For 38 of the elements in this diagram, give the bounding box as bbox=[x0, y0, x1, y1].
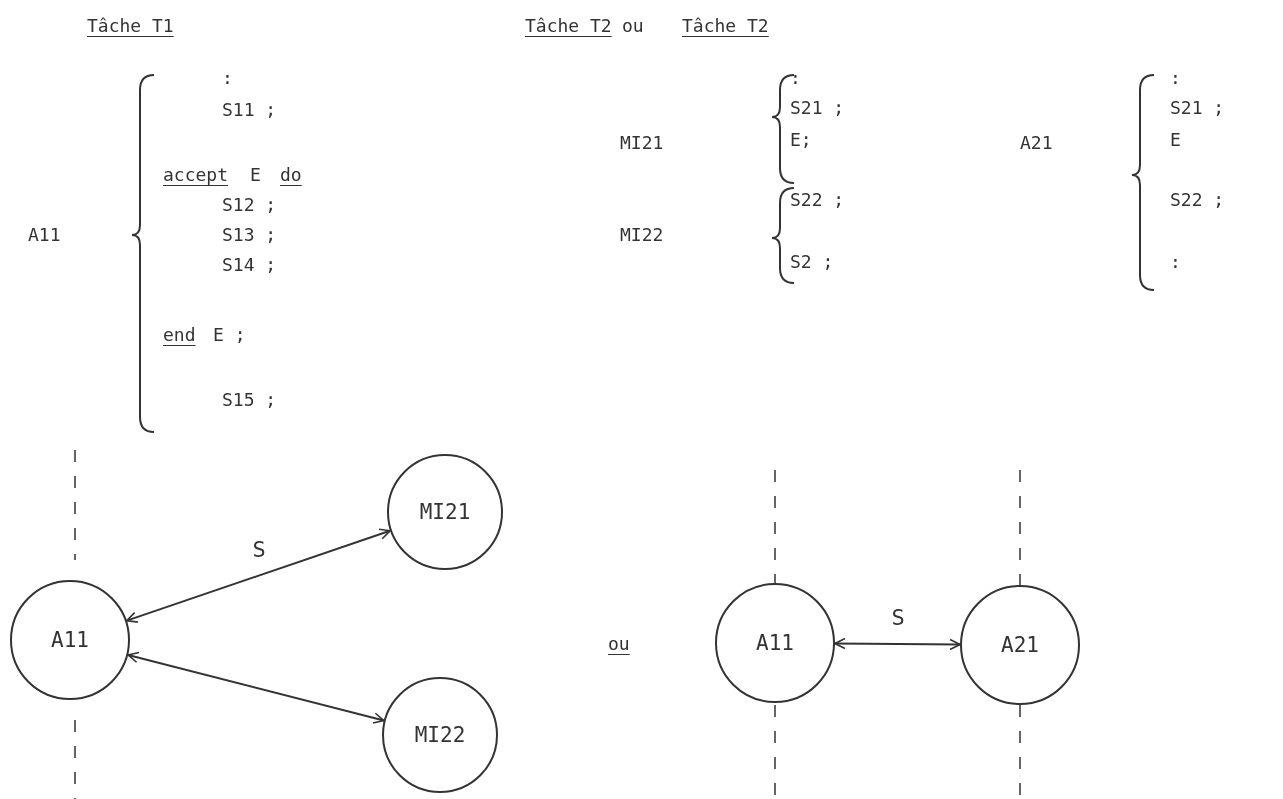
double-arrow bbox=[834, 637, 961, 651]
code-line: E bbox=[250, 163, 261, 187]
conjunction-text: ou bbox=[622, 14, 644, 38]
code-line: S21 ; bbox=[1170, 96, 1225, 120]
block-name: MI21 bbox=[620, 131, 664, 155]
code-line: S15 ; bbox=[222, 388, 277, 412]
code-line: S22 ; bbox=[1170, 188, 1225, 212]
double-arrow bbox=[125, 528, 392, 623]
ellipsis-dots: : bbox=[1170, 66, 1181, 90]
conjunction-text: ou bbox=[608, 632, 630, 656]
process-circle: MI21 bbox=[387, 454, 503, 570]
task-heading: Tâche T2 bbox=[525, 14, 612, 38]
keyword-text: end bbox=[163, 323, 196, 347]
code-line: S13 ; bbox=[222, 223, 277, 247]
ellipsis-dots: : bbox=[222, 66, 233, 90]
code-line: E; bbox=[790, 128, 812, 152]
code-line: E ; bbox=[213, 323, 246, 347]
process-circle: A21 bbox=[960, 585, 1080, 705]
code-line: S2 ; bbox=[790, 250, 834, 274]
ellipsis-dots: : bbox=[790, 66, 801, 90]
process-circle: A11 bbox=[10, 580, 130, 700]
double-arrow bbox=[127, 651, 385, 724]
code-line: S12 ; bbox=[222, 193, 277, 217]
code-line: S22 ; bbox=[790, 188, 845, 212]
keyword-text: accept bbox=[163, 163, 229, 187]
ellipsis-dots: : bbox=[1170, 250, 1181, 274]
code-line: E bbox=[1170, 128, 1181, 152]
task-heading: Tâche T2 bbox=[682, 14, 769, 38]
block-name: MI22 bbox=[620, 223, 664, 247]
task-heading: Tâche T1 bbox=[87, 14, 174, 38]
keyword-text: do bbox=[280, 163, 302, 187]
block-name: A11 bbox=[28, 223, 61, 247]
code-line: S11 ; bbox=[222, 98, 277, 122]
code-line: S21 ; bbox=[790, 96, 845, 120]
process-circle: MI22 bbox=[382, 677, 498, 793]
process-circle: A11 bbox=[715, 583, 835, 703]
code-line: S14 ; bbox=[222, 253, 277, 277]
block-name: A21 bbox=[1020, 131, 1053, 155]
